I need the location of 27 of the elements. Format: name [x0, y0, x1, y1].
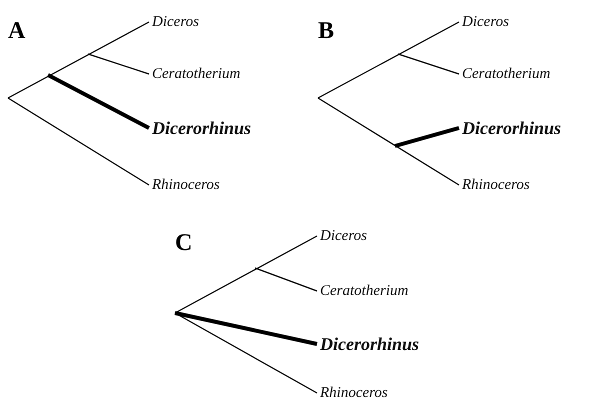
- tree-branch: [174, 235, 318, 314]
- highlighted-branch: [47, 73, 150, 130]
- taxon-label: Ceratotherium: [152, 65, 240, 83]
- panel-letter: C: [175, 230, 192, 256]
- taxon-label: Rhinoceros: [152, 176, 220, 194]
- highlighted-branch: [394, 126, 460, 148]
- tree-branch: [174, 312, 318, 394]
- taxon-label: Ceratotherium: [462, 65, 550, 83]
- tree-branch: [88, 53, 150, 75]
- tree-branch: [318, 21, 460, 99]
- highlighted-branch: [174, 311, 318, 346]
- taxon-label: Dicerorhinus: [462, 117, 562, 139]
- tree-branch: [8, 97, 150, 186]
- taxon-label: Diceros: [152, 13, 199, 31]
- panel-letter: B: [318, 18, 334, 44]
- taxon-label: Rhinoceros: [462, 176, 530, 194]
- taxon-label: Dicerorhinus: [320, 333, 420, 355]
- taxon-label: Dicerorhinus: [152, 117, 252, 139]
- taxon-label: Rhinoceros: [320, 384, 388, 402]
- tree-branch: [8, 21, 150, 99]
- panel-letter: A: [8, 18, 26, 44]
- taxon-label: Diceros: [320, 227, 367, 245]
- tree-branch: [254, 267, 318, 292]
- taxon-label: Diceros: [462, 13, 509, 31]
- tree-branch: [318, 97, 460, 186]
- tree-branch: [398, 53, 460, 75]
- taxon-label: Ceratotherium: [320, 282, 408, 300]
